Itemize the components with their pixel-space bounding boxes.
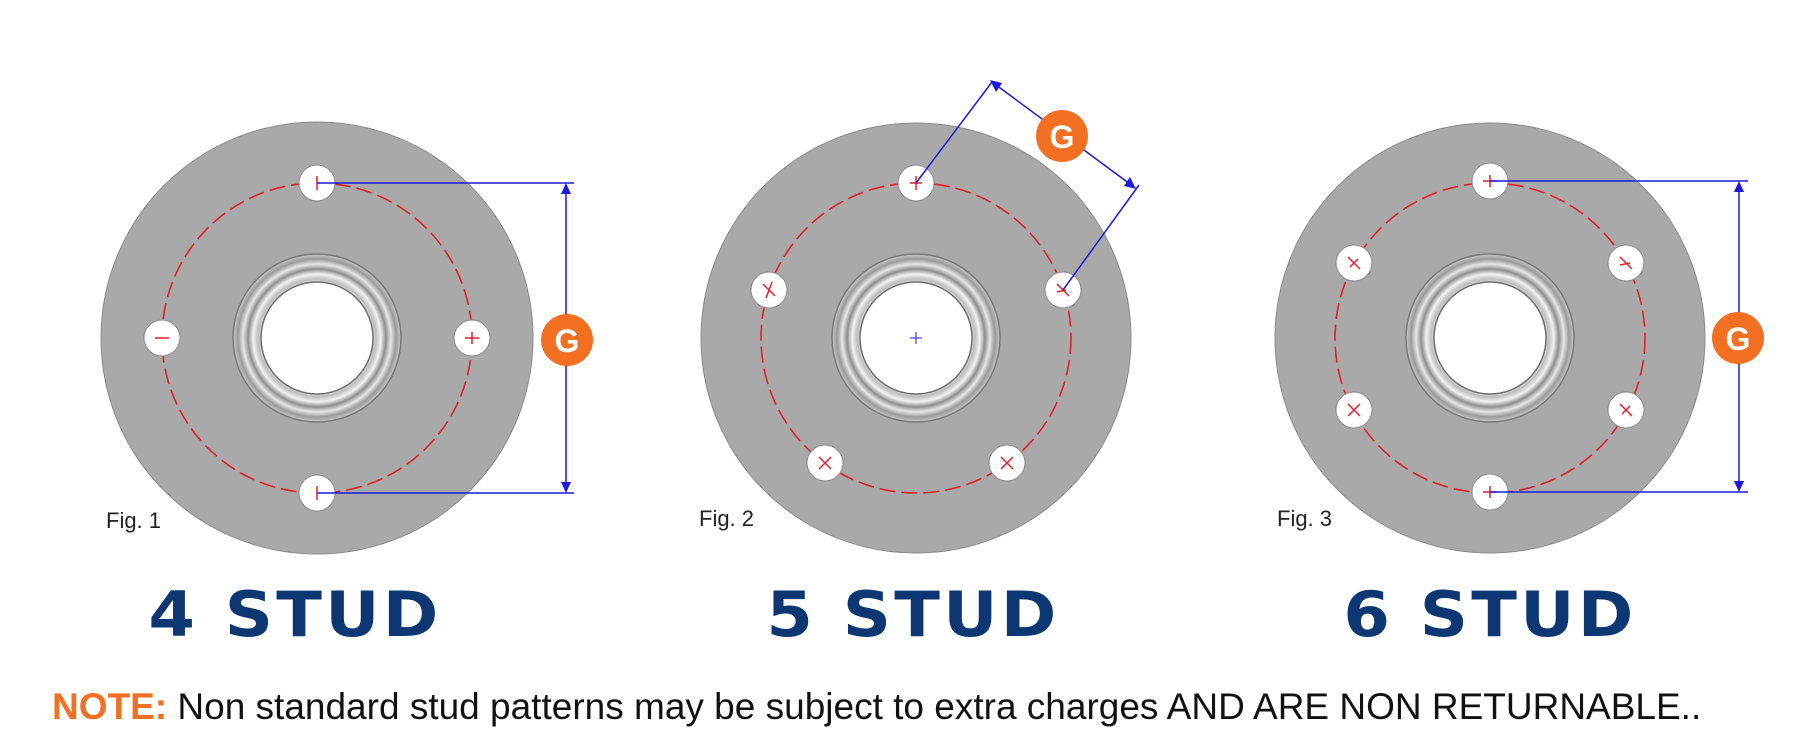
stud-hole: [1607, 244, 1645, 282]
center-mark: [910, 332, 922, 344]
g-badge-label: G: [555, 323, 580, 359]
figure-2: G Fig. 2: [699, 80, 1140, 554]
title-5-stud: 5 STUD: [766, 578, 1060, 651]
dimension-g: G: [915, 80, 1140, 291]
figure-3: G Fig. 3: [1274, 122, 1764, 554]
note: NOTE: Non standard stud patterns may be …: [52, 686, 1772, 728]
stud-hole: [806, 444, 844, 482]
stud-hole: [750, 271, 788, 309]
stud-hole: [988, 444, 1026, 482]
g-badge-label: G: [1050, 119, 1075, 155]
dimension-g: G: [317, 182, 593, 494]
note-label: NOTE:: [52, 686, 168, 727]
g-badge: [1712, 312, 1764, 364]
figure-label: Fig. 1: [106, 508, 161, 533]
g-badge-label: G: [1726, 321, 1751, 357]
stud-hole: [1335, 391, 1373, 429]
center-bore: [260, 281, 374, 395]
title-6-stud: 6 STUD: [1343, 578, 1637, 651]
stud-hole: [1335, 244, 1373, 282]
note-text: Non standard stud patterns may be subjec…: [177, 686, 1702, 727]
title-4-stud: 4 STUD: [148, 578, 442, 651]
dimension-g: G: [1490, 180, 1764, 493]
g-badge: [541, 314, 593, 366]
stud-hole: [1607, 391, 1645, 429]
figure-label: Fig. 2: [699, 506, 754, 531]
stud-hole: [453, 319, 491, 357]
center-bore: [1433, 281, 1547, 395]
g-badge: [1036, 110, 1088, 162]
figure-label: Fig. 3: [1277, 506, 1332, 531]
stud-hole: [143, 319, 181, 357]
figure-1: G Fig. 1: [100, 121, 593, 555]
